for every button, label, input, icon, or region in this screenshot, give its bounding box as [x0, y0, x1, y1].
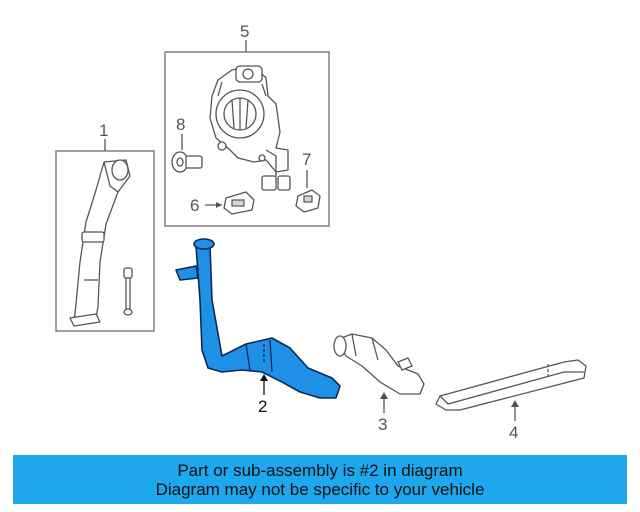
banner-line-2: Diagram may not be specific to your vehi…: [155, 479, 485, 499]
callout-5[interactable]: 5: [240, 22, 249, 41]
arrow-2-icon: [260, 374, 268, 381]
callout-8[interactable]: 8: [176, 115, 185, 134]
arrow-3-icon: [380, 392, 388, 399]
parts-diagram: 5 8 7 6 1: [55, 22, 587, 442]
blower-motor-part[interactable]: [209, 65, 291, 191]
arrow-4-icon: [511, 400, 519, 407]
callout-7[interactable]: 7: [302, 150, 311, 169]
connector-part-6[interactable]: [223, 191, 255, 215]
highlighted-duct-part-2[interactable]: [175, 238, 341, 399]
air-duct-part-1[interactable]: [69, 159, 131, 327]
connector-part-7[interactable]: [295, 189, 321, 213]
callout-3[interactable]: 3: [378, 415, 387, 434]
banner-line-1: Part or sub-assembly is #2 in diagram: [177, 460, 463, 480]
grommet-part-8[interactable]: [171, 151, 203, 173]
callout-6[interactable]: 6: [190, 196, 199, 215]
callout-1[interactable]: 1: [99, 121, 108, 140]
outlet-duct-part-3[interactable]: [333, 333, 425, 395]
callout-4[interactable]: 4: [509, 423, 518, 442]
long-duct-part-4[interactable]: [435, 359, 587, 411]
info-banner: Part or sub-assembly is #2 in diagram Di…: [13, 455, 627, 504]
callout-2[interactable]: 2: [258, 397, 267, 416]
arrow-6-icon: [216, 202, 222, 208]
screw-part-1[interactable]: [123, 267, 133, 316]
